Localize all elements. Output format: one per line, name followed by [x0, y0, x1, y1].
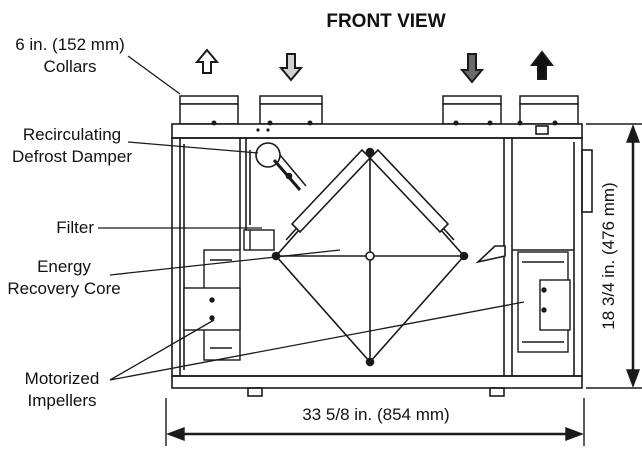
core-label-line2: Recovery Core [7, 279, 120, 298]
impellers-label-line1: Motorized [25, 369, 100, 388]
top-panel [171, 123, 583, 139]
leader-lines [98, 55, 525, 381]
collar-4-body [519, 103, 579, 125]
collar-3 [442, 95, 502, 105]
damper-label-line2: Defrost Damper [12, 147, 132, 166]
collar-1-body [179, 103, 239, 125]
impeller-left [183, 249, 241, 361]
impeller-right [517, 251, 571, 353]
fresh-air-black-up-arrow-icon [529, 50, 555, 80]
callout-labels: 6 in. (152 mm) Collars Recirculating Def… [7, 35, 618, 424]
collar-3-body [442, 103, 502, 125]
energy-recovery-core [271, 147, 506, 367]
width-dimension-label: 33 5/8 in. (854 mm) [302, 405, 449, 424]
collars-label-line2: Collars [44, 57, 97, 76]
collars-label-line1: 6 in. (152 mm) [15, 35, 125, 54]
collar-1 [179, 95, 239, 105]
core-label-line1: Energy [37, 257, 91, 276]
defrost-damper [255, 142, 307, 191]
foot-left [247, 387, 263, 397]
return-dark-down-arrow-icon [459, 53, 485, 84]
collar-4 [519, 95, 579, 105]
leader-impeller-left [109, 319, 215, 381]
leader-damper [127, 141, 259, 154]
supply-light-down-arrow-icon [278, 53, 304, 82]
diagram-title: FRONT VIEW [326, 11, 445, 32]
filter-label: Filter [56, 218, 94, 237]
bottom-rail [171, 375, 583, 389]
foot-right [489, 387, 505, 397]
duct-collars [179, 95, 579, 125]
fasteners [211, 120, 558, 132]
height-dimension-label: 18 3/4 in. (476 mm) [599, 182, 618, 329]
damper-label-line1: Recirculating [23, 125, 121, 144]
collar-2 [259, 95, 323, 105]
leader-impeller-right [109, 301, 525, 381]
filter [243, 229, 275, 251]
exhaust-outline-up-arrow-icon [194, 48, 220, 74]
impellers-label-line2: Impellers [28, 391, 97, 410]
leader-collars [127, 55, 181, 95]
width-dimension [165, 398, 585, 446]
right-side-box [581, 149, 593, 213]
leader-core [109, 249, 341, 276]
height-dimension [586, 123, 642, 389]
